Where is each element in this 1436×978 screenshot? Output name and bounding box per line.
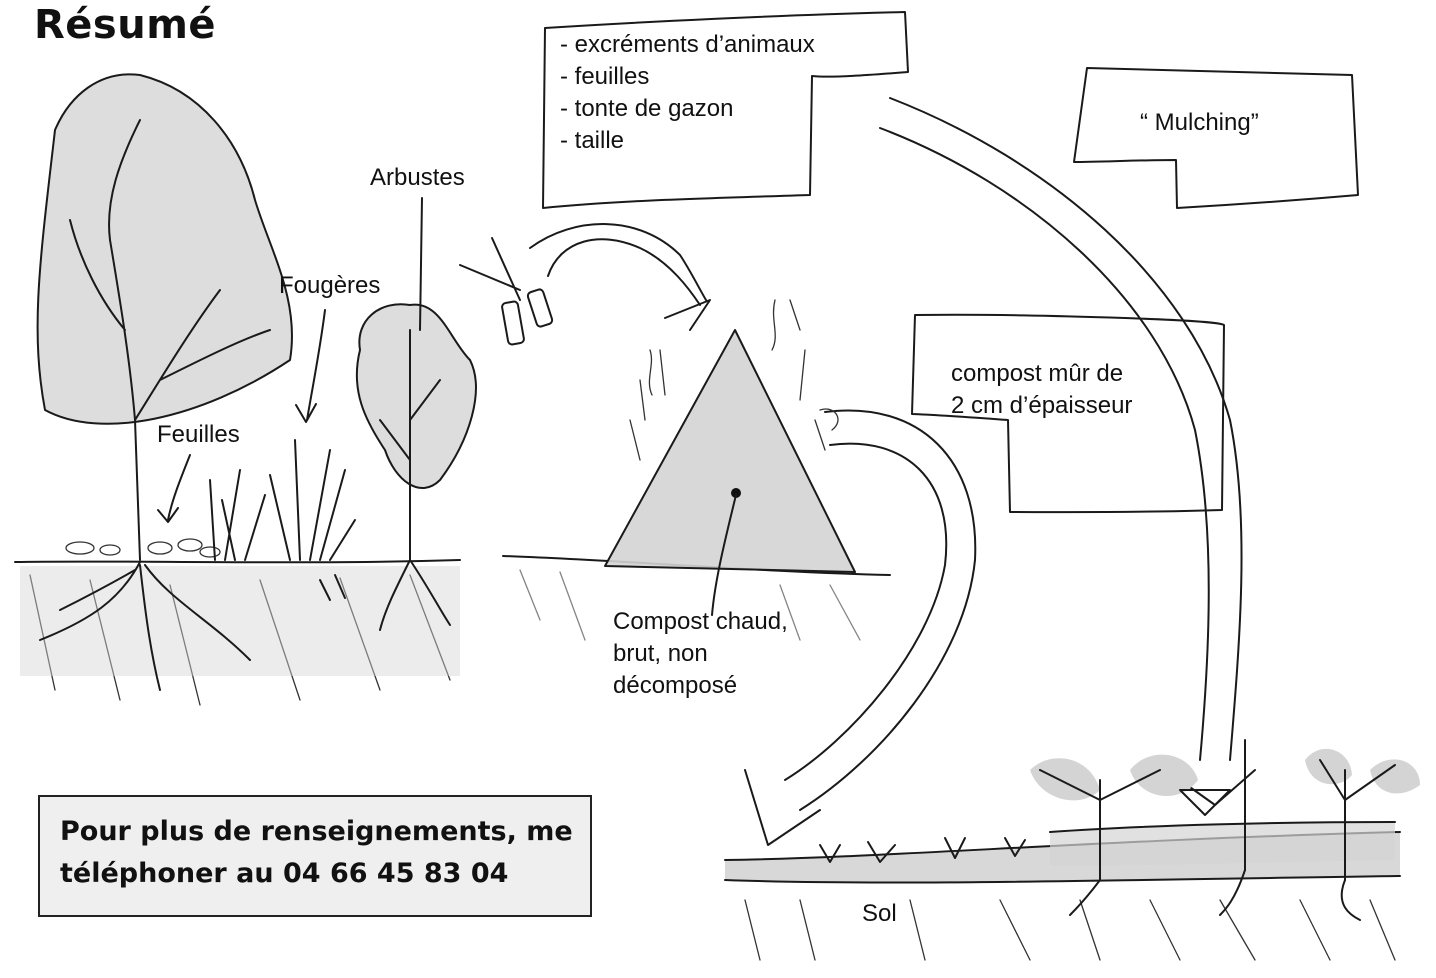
soil-hatching-right: [744, 899, 1396, 961]
fallen-leaves: [65, 538, 221, 558]
soil-shading-left: [20, 566, 460, 676]
mature-compost-box-outline: [911, 313, 1225, 514]
soil-hatching-left: [29, 574, 451, 706]
inputs-item: - excréments d’animaux: [560, 31, 815, 58]
hot-compost-line: brut, non: [613, 640, 708, 667]
garden-bed-drawing: [724, 821, 1401, 884]
compost-arrow: [744, 409, 977, 846]
inputs-item: - feuilles: [560, 63, 650, 90]
hot-compost-label: Compost chaud, brut, non décomposé: [613, 606, 788, 702]
mulching-box-outline: [1073, 67, 1359, 209]
fougeres-arrow: [295, 309, 326, 423]
input-arrow: [529, 223, 711, 331]
seedlings: [819, 837, 1026, 863]
inputs-box-outline: [542, 11, 909, 209]
label-arbustes: Arbustes: [370, 164, 465, 191]
mulching-arrow: [879, 97, 1256, 806]
hot-compost-line: Compost chaud,: [613, 608, 788, 635]
compost-heap-drawing: [604, 299, 856, 616]
feuilles-arrow: [157, 454, 191, 523]
tree-drawing: [36, 73, 293, 691]
mature-compost-line: compost mûr de: [951, 360, 1124, 387]
arbustes-pointer: [419, 197, 423, 331]
mulching-box-text: “ Mulching”: [1140, 109, 1259, 136]
ground-line-left: [14, 559, 461, 564]
heat-lines: [648, 299, 839, 431]
mature-plants: [1030, 739, 1420, 921]
mature-compost-line: 2 cm d’épaisseur: [951, 392, 1133, 419]
page-title: Résumé: [34, 2, 217, 48]
pruning-shears-icon: [459, 237, 554, 346]
inputs-item: - tonte de gazon: [560, 95, 734, 122]
label-feuilles: Feuilles: [157, 421, 240, 448]
label-sol: Sol: [862, 900, 897, 927]
inputs-box: - excréments d’animaux - feuilles - tont…: [560, 29, 815, 157]
contact-info-box: Pour plus de renseignements, me téléphon…: [38, 795, 592, 917]
contact-line: Pour plus de renseignements, me: [60, 816, 573, 847]
label-fougeres: Fougères: [279, 272, 381, 299]
inputs-item: - taille: [560, 127, 625, 154]
contact-line: téléphoner au 04 66 45 83 04: [60, 858, 509, 889]
mature-compost-box: compost mûr de 2 cm d’épaisseur: [951, 358, 1132, 422]
shrub-drawing: [355, 303, 477, 631]
hot-compost-line: décomposé: [613, 672, 738, 699]
soil-hatching-middle: [519, 569, 861, 641]
ferns-drawing: [209, 439, 356, 601]
